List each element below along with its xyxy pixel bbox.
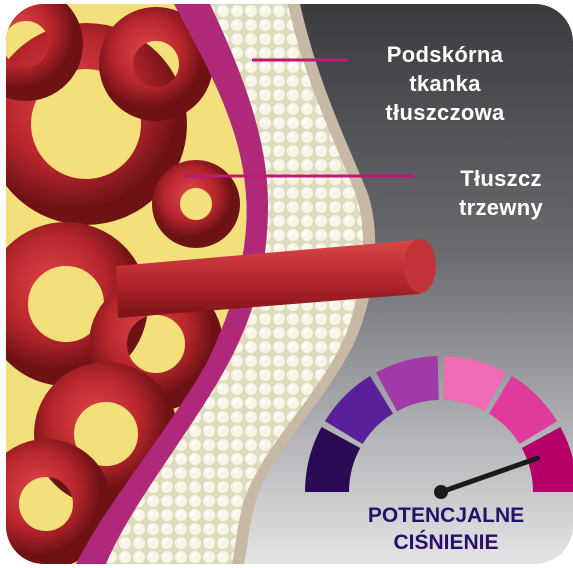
- visceral-fat-label: Tłuszcz trzewny: [431, 164, 571, 222]
- pressure-gauge: [305, 356, 573, 499]
- gauge-caption: POTENCJALNE CIŚNIENIE: [346, 502, 546, 556]
- gauge-caption-line-2: CIŚNIENIE: [346, 529, 546, 556]
- gauge-caption-line-1: POTENCJALNE: [346, 502, 546, 529]
- gauge-needle-hub: [434, 485, 448, 499]
- illustration-card: Podskórna tkanka tłuszczowa Tłuszcz trze…: [6, 4, 573, 564]
- gauge-segment-2: [325, 376, 393, 444]
- subcutaneous-label-line-3: tłuszczowa: [350, 98, 540, 127]
- subcutaneous-label-line-1: Podskórna: [350, 40, 540, 69]
- visceral-label-line-1: Tłuszcz: [431, 164, 571, 193]
- visceral-label-line-2: trzewny: [431, 193, 571, 222]
- gauge-segment-5: [489, 376, 557, 444]
- subcutaneous-fat-label: Podskórna tkanka tłuszczowa: [350, 40, 540, 127]
- subcutaneous-label-line-2: tkanka: [350, 69, 540, 98]
- gauge-needle: [441, 458, 537, 492]
